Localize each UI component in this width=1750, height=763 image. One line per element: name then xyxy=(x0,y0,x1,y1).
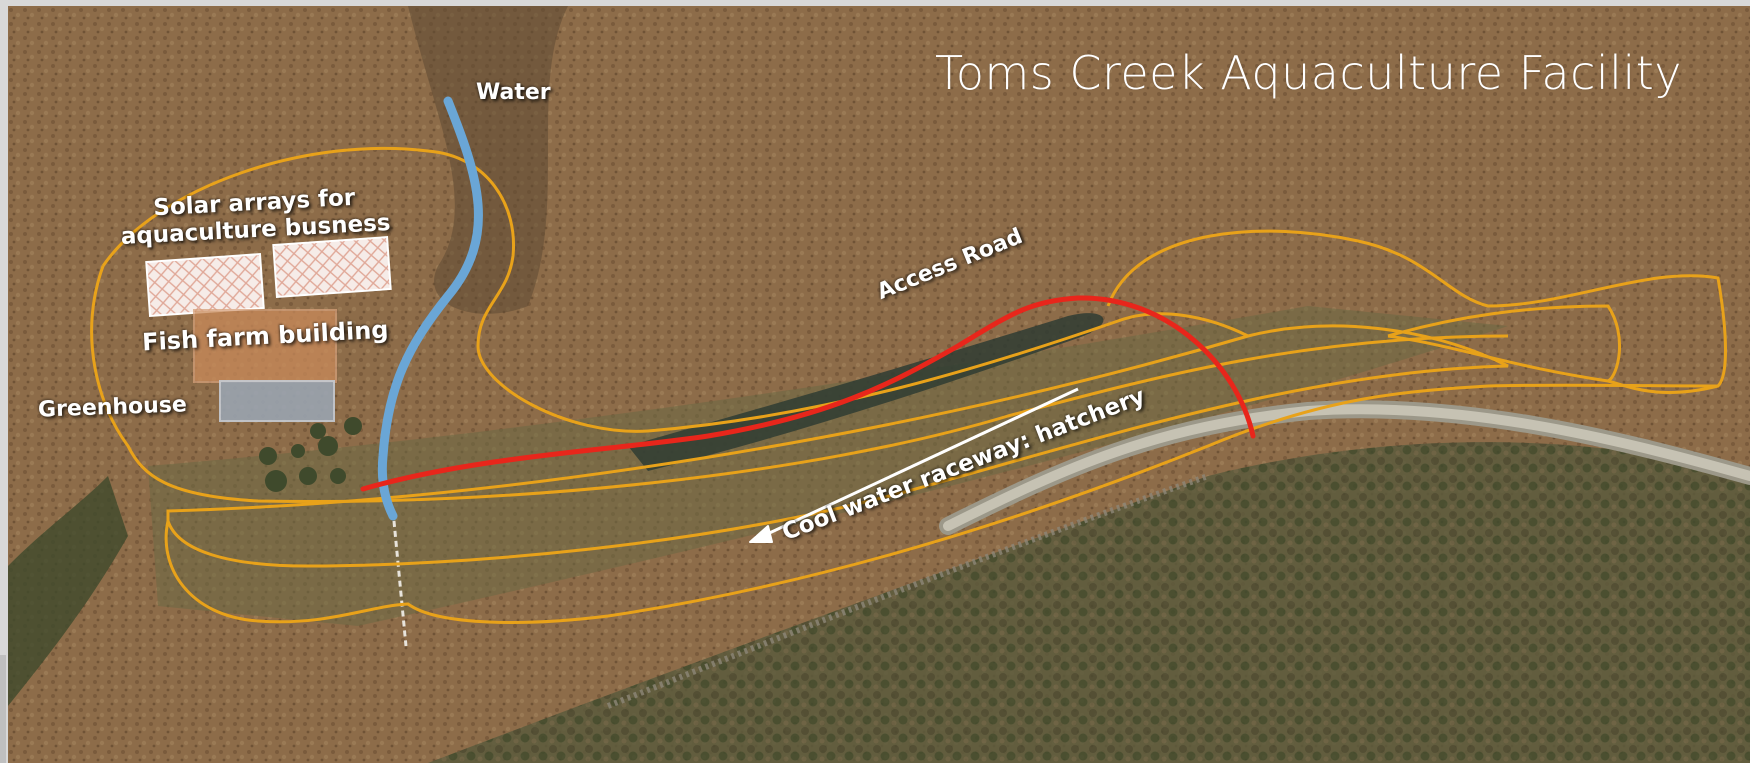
boundary-west-loop xyxy=(90,265,1509,504)
access-road-line xyxy=(360,295,1256,492)
valley-floor xyxy=(148,306,1508,626)
tree-cluster xyxy=(259,417,362,492)
solar-array-2 xyxy=(272,236,392,298)
boundary-upper-site xyxy=(101,146,1249,433)
greenhouse-structure xyxy=(219,380,335,422)
railway-track xyxy=(606,473,1209,709)
scrollbar[interactable] xyxy=(0,655,6,763)
map-canvas xyxy=(8,6,1750,763)
raceway-arrow-line xyxy=(762,387,1079,538)
water-channel xyxy=(377,96,483,521)
map-title: Toms Creek Aquaculture Facility xyxy=(935,46,1682,100)
footpath xyxy=(391,510,408,647)
fish-farm-building xyxy=(193,309,337,383)
label-greenhouse: Greenhouse xyxy=(37,392,188,423)
label-water: Water xyxy=(476,80,551,105)
boundary-east-inner xyxy=(1387,304,1622,383)
valley-shadow xyxy=(8,476,128,706)
boundary-outer-south xyxy=(164,383,1719,624)
boundary-raceway-band xyxy=(166,324,1509,568)
solar-array-1 xyxy=(145,253,265,317)
boundary-east-lobe xyxy=(1106,229,1727,394)
forest-area xyxy=(428,442,1750,763)
ridge-shadow xyxy=(408,6,568,314)
aerial-map: Toms Creek Aquaculture Facility Water So… xyxy=(8,6,1750,763)
arrow-left-icon xyxy=(749,525,773,543)
